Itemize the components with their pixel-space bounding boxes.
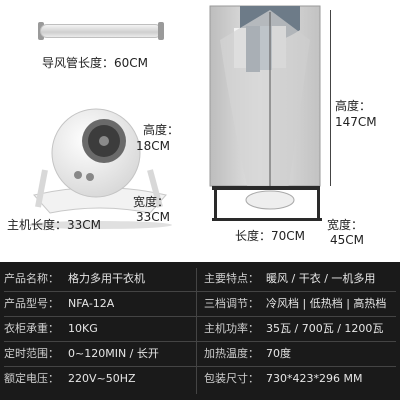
cabinet-height-line — [330, 10, 331, 186]
air-duct-pipe — [40, 24, 162, 38]
pipe-length-label: 导风管长度：60CM — [42, 56, 149, 70]
cabinet-width-label: 宽度： — [327, 218, 364, 232]
heater-length-label: 主机长度：33CM — [7, 218, 102, 232]
heater-unit-illustration — [28, 108, 172, 229]
spec-row: 产品名称： 格力多用干衣机 主要特点： 暖风 / 干衣 / 一机多用 — [4, 272, 376, 285]
heater-height-value: 18CM — [136, 139, 171, 153]
cabinet-width-value: 45CM — [330, 233, 365, 247]
pipe-end-right — [158, 22, 164, 40]
heater-height-label: 高度： — [143, 123, 180, 137]
heater-width-label: 宽度： — [133, 195, 170, 209]
cabinet-height-value: 147CM — [335, 115, 377, 129]
cabinet-length-label: 长度：70CM — [235, 229, 306, 243]
spec-row: 额定电压： 220V~50HZ 包装尺寸： 730*423*296 MM — [4, 372, 363, 385]
spec-row: 定时范围： 0~120MIN / 长开 加热温度： 70度 — [4, 347, 291, 360]
spec-row: 产品型号： NFA-12A 三档调节： 冷风档 | 低热档 | 高热档 — [4, 297, 387, 310]
spec-row: 衣柜承重： 10KG 主机功率： 35瓦 / 700瓦 / 1200瓦 — [4, 322, 384, 335]
heater-width-value: 33CM — [136, 210, 171, 224]
cabinet-height-label: 高度： — [335, 99, 372, 113]
product-image-area: 导风管长度：60CM 高度： 18CM 宽度： 33CM 主机长度：33CM — [7, 5, 377, 247]
spec-table: 产品名称： 格力多用干衣机 主要特点： 暖风 / 干衣 / 一机多用 产品型号：… — [0, 262, 400, 400]
wardrobe-cabinet-illustration — [209, 5, 322, 221]
